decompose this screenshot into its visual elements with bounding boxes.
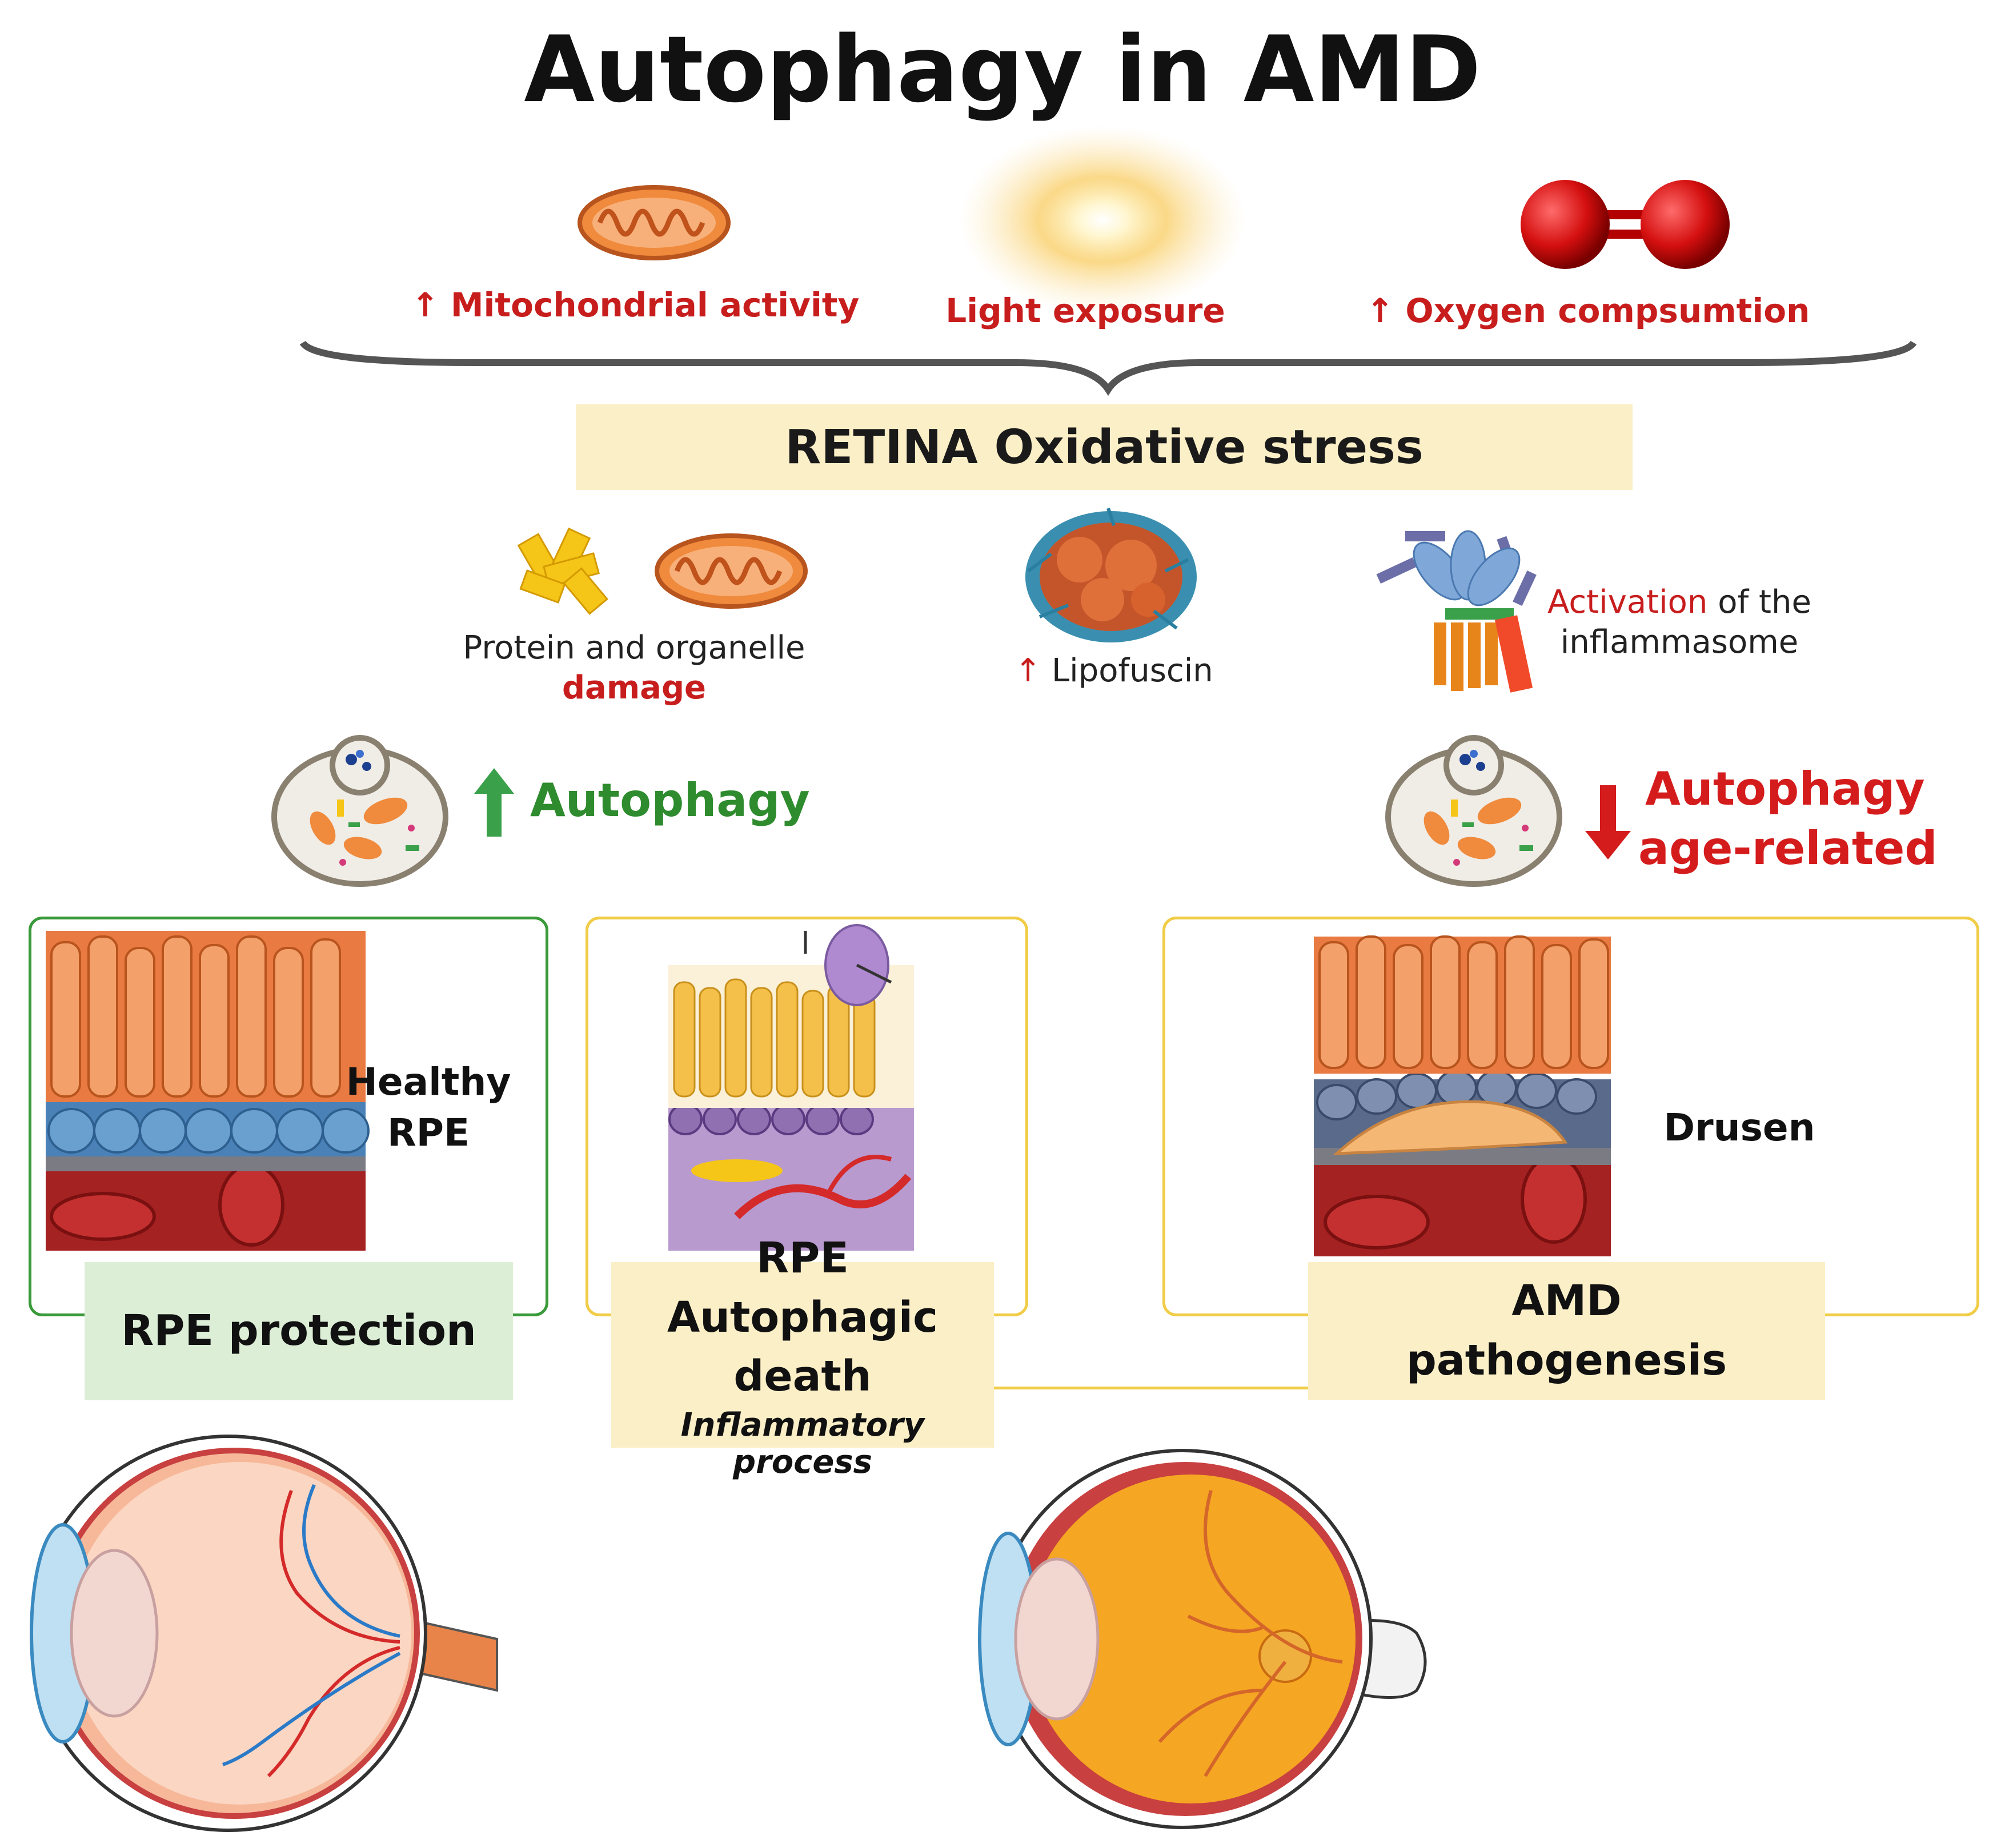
cause-mitochondrial: ↑ Mitochondrial activity xyxy=(411,286,859,324)
amd-line1: AMD xyxy=(1511,1276,1622,1326)
curly-brace xyxy=(299,340,1917,396)
damage-line2: damage xyxy=(562,669,707,706)
cause-label: Mitochondrial activity xyxy=(450,286,860,324)
cause-oxygen: ↑ Oxygen compsumtion xyxy=(1360,291,1816,330)
protection-label: RPE protection xyxy=(121,1306,476,1356)
death-line2: Autophagic death xyxy=(667,1292,938,1401)
lipofuscin-icon xyxy=(1025,508,1197,642)
amd-line2: pathogenesis xyxy=(1406,1336,1727,1385)
autophagosome-icon xyxy=(1385,735,1562,887)
inflammasome-text: Activation of the inflammasome xyxy=(1531,582,1828,662)
stress-label: RETINA Oxidative stress xyxy=(785,420,1423,475)
cause-label: Oxygen compsumtion xyxy=(1405,291,1810,330)
green-up-arrow-icon xyxy=(474,768,514,837)
up-arrow: ↑ xyxy=(1366,291,1394,330)
up-arrow: ↑ xyxy=(1014,652,1042,689)
connector-line xyxy=(971,1387,1348,1389)
inflammasome-icon xyxy=(1376,530,1537,693)
cause-light: Light exposure xyxy=(925,291,1245,330)
amd-eye-illustration xyxy=(978,1449,1427,1829)
healthy-eye-illustration xyxy=(30,1435,498,1832)
red-down-arrow-icon xyxy=(1585,785,1631,859)
autophagy-down-line2: age-related xyxy=(1638,822,1938,875)
death-subtitle: Inflammatory process xyxy=(680,1406,925,1481)
healthy-retina-illustration xyxy=(46,931,370,1251)
mitochondrion-icon xyxy=(655,533,808,609)
page-title: Autophagy in AMD xyxy=(524,16,1481,123)
death-line1: RPE xyxy=(756,1234,849,1283)
light-icon xyxy=(960,126,1245,314)
lipofuscin-text: ↑ Lipofuscin xyxy=(971,651,1257,691)
autophagy-down-line1: Autophagy xyxy=(1645,762,1925,815)
oxidative-stress-box: RETINA Oxidative stress xyxy=(576,404,1633,490)
autophagy-decrease-label: Autophagy age-related xyxy=(1638,760,1938,878)
rpe-protection-box: RPE protection xyxy=(85,1262,513,1400)
of-the: of the xyxy=(1718,584,1811,621)
protein-aggregate-icon xyxy=(517,527,608,615)
drusen-retina-illustration xyxy=(1314,935,1611,1256)
oxygen-molecule-icon xyxy=(1521,180,1730,269)
damage-line1: Protein and organelle xyxy=(463,629,805,666)
protein-damage-text: Protein and organelle damage xyxy=(434,628,834,708)
autophagosome-icon xyxy=(271,735,448,887)
up-arrow: ↑ xyxy=(411,286,439,324)
autophagy-increase-label: Autophagy xyxy=(530,774,810,827)
autophagic-death-box: RPE Autophagic death Inflammatory proces… xyxy=(611,1234,994,1481)
healthy-line2: RPE xyxy=(387,1111,470,1155)
drusen-label: Drusen xyxy=(1663,1106,1815,1150)
healthy-rpe-label: Healthy RPE xyxy=(343,1056,514,1158)
degenerating-retina-illustration xyxy=(668,924,914,1251)
cause-label: Light exposure xyxy=(945,291,1225,330)
lipofuscin-label: Lipofuscin xyxy=(1051,652,1213,689)
healthy-line1: Healthy xyxy=(346,1060,511,1104)
mitochondrion-icon xyxy=(578,185,731,260)
amd-pathogenesis-box: AMD pathogenesis xyxy=(1308,1262,1825,1400)
activation-word: Activation xyxy=(1547,584,1708,621)
inflammasome-word: inflammasome xyxy=(1560,624,1799,661)
